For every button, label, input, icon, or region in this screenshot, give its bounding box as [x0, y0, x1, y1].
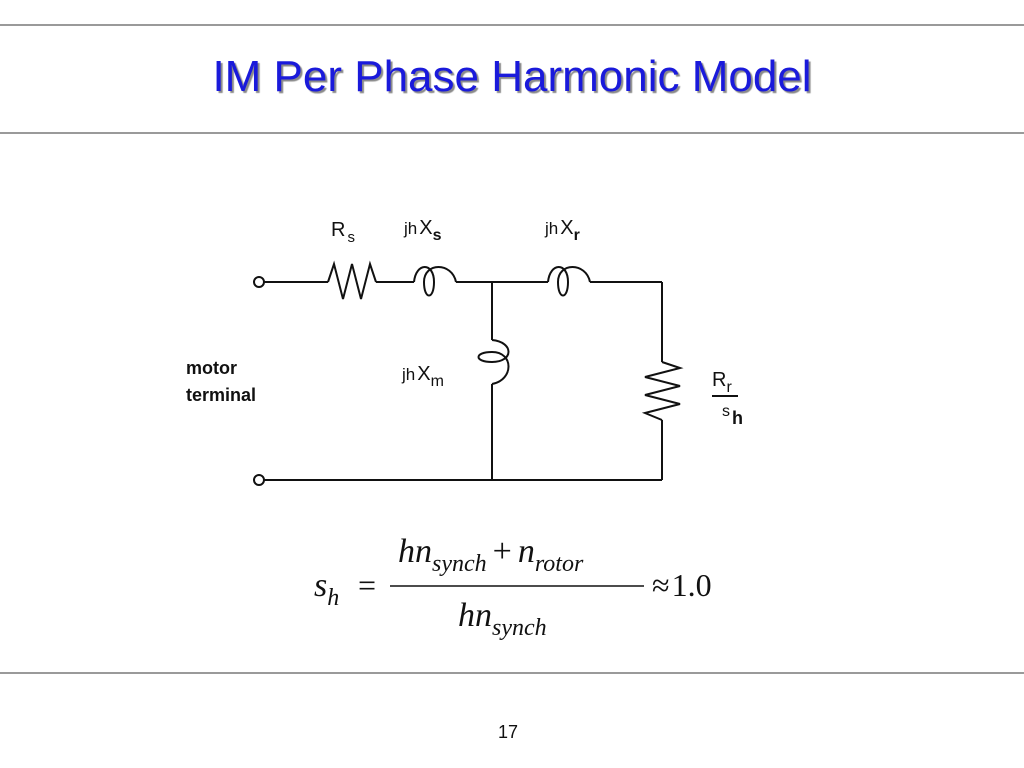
label-xs-main: X [419, 217, 432, 239]
eq-num-n: n [518, 533, 535, 570]
svg-text:hnsynch: hnsynch [458, 597, 547, 641]
inductor-xr [547, 266, 591, 297]
eq-value: 1.0 [672, 567, 712, 603]
label-rs-main: R [331, 219, 345, 241]
eq-num-sub1: synch [432, 551, 487, 577]
label-xr-prefix: jh [544, 219, 558, 238]
inductor-xs [413, 266, 457, 297]
label-xm-sub: m [431, 373, 444, 390]
label-rr-sub: r [726, 379, 732, 396]
label-rs-sub: s [347, 229, 355, 246]
svg-text:sh: sh [314, 567, 339, 611]
bottom-rule [0, 672, 1024, 674]
eq-approx: ≈ [652, 567, 670, 603]
eq-lhs: s [314, 567, 327, 604]
terminal-bottom [253, 474, 265, 486]
label-terminal-line1: motor [186, 358, 237, 378]
label-sh-sub: h [732, 408, 743, 428]
svg-text:sh: sh [722, 403, 743, 428]
label-xm-prefix: jh [401, 365, 415, 384]
eq-num-hn: hn [398, 533, 432, 570]
eq-den-hn: hn [458, 597, 492, 634]
terminal-top [253, 276, 265, 288]
slide-title: IM Per Phase Harmonic Model [212, 52, 812, 101]
title-rule [0, 132, 1024, 134]
svg-text:hnsynch+nrotor: hnsynch+nrotor [398, 533, 584, 577]
slip-equation: sh = hnsynch+nrotor hnsynch ≈1.0 [314, 533, 712, 641]
eq-lhs-sub: h [327, 585, 339, 611]
label-sh-main: s [722, 403, 730, 420]
resistor-rs [327, 260, 377, 300]
svg-text:≈1.0: ≈1.0 [652, 567, 712, 603]
label-xr-sub: r [574, 227, 580, 244]
label-xs-sub: s [433, 227, 442, 244]
eq-equals: = [358, 567, 376, 603]
svg-text:Rs: Rs [331, 219, 355, 246]
resistor-rr [641, 361, 684, 421]
eq-plus: + [493, 533, 512, 570]
label-xm-main: X [417, 363, 430, 385]
label-xs-prefix: jh [403, 219, 417, 238]
eq-num-sub2: rotor [535, 551, 584, 577]
top-rule [0, 24, 1024, 26]
label-terminal-line2: terminal [186, 385, 256, 405]
eq-den-sub: synch [492, 615, 547, 641]
page-number: 17 [497, 722, 519, 742]
inductor-xm [477, 339, 510, 385]
label-xr-main: X [560, 217, 573, 239]
label-rr-main: R [712, 369, 726, 391]
svg-text:Rr: Rr [712, 369, 732, 396]
